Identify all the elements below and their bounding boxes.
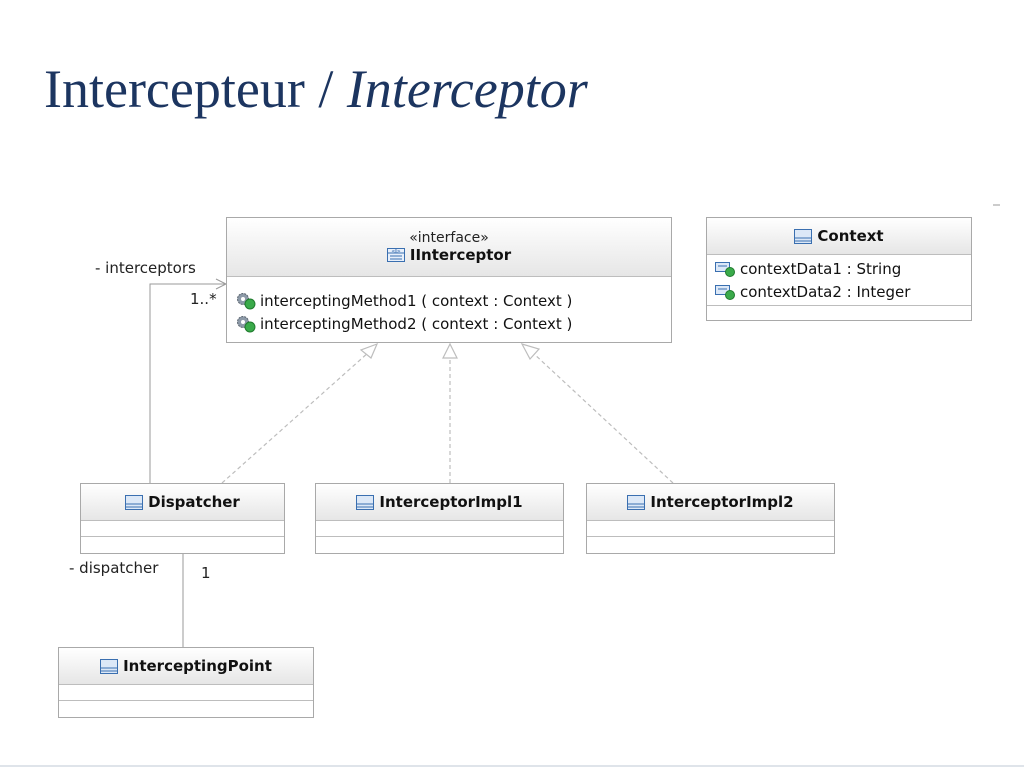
interceptors-association-line bbox=[149, 283, 226, 483]
interceptors-multiplicity: 1..* bbox=[190, 290, 217, 308]
stereotype-label: «interface» bbox=[409, 230, 489, 246]
attributes-compartment bbox=[81, 521, 284, 537]
page-title: Intercepteur / Interceptor bbox=[44, 62, 588, 116]
operation-label: interceptingMethod2 ( context : Context … bbox=[260, 314, 573, 333]
class-name-text: InterceptorImpl1 bbox=[379, 493, 523, 511]
attribute-label: contextData2 : Integer bbox=[740, 282, 911, 301]
footer-divider bbox=[0, 765, 1024, 767]
class-header: InterceptorImpl1 bbox=[316, 484, 563, 521]
class-icon bbox=[794, 228, 813, 244]
operation-row[interactable]: interceptingMethod2 ( context : Context … bbox=[227, 312, 671, 335]
dispatcher-multiplicity: 1 bbox=[201, 564, 211, 582]
class-name-text: IInterceptor bbox=[409, 246, 512, 264]
class-icon bbox=[627, 494, 646, 510]
class-name: InterceptorImpl2 bbox=[627, 493, 794, 511]
operations-compartment: interceptingMethod1 ( context : Context … bbox=[227, 277, 671, 339]
attributes-compartment bbox=[59, 685, 313, 701]
method-gear-icon bbox=[237, 292, 256, 309]
class-icon bbox=[100, 658, 119, 674]
method-gear-icon bbox=[237, 315, 256, 332]
operation-label: interceptingMethod1 ( context : Context … bbox=[260, 291, 573, 310]
class-header: Dispatcher bbox=[81, 484, 284, 521]
realization-arrow-2 bbox=[442, 342, 458, 359]
attributes-compartment bbox=[587, 521, 834, 537]
realization-arrow-3 bbox=[520, 343, 541, 361]
class-name: Context bbox=[794, 227, 884, 245]
class-context[interactable]: Context contextData1 : String contextDat… bbox=[706, 217, 972, 321]
class-header: Context bbox=[707, 218, 971, 255]
operation-row[interactable]: interceptingMethod1 ( context : Context … bbox=[227, 289, 671, 312]
operations-compartment bbox=[59, 701, 313, 717]
class-dispatcher[interactable]: Dispatcher bbox=[80, 483, 285, 554]
class-name-text: Context bbox=[817, 227, 884, 245]
attribute-label: contextData1 : String bbox=[740, 259, 902, 278]
attributes-compartment: contextData1 : String contextData2 : Int… bbox=[707, 255, 971, 306]
class-header: InterceptorImpl2 bbox=[587, 484, 834, 521]
class-interceptorimpl1[interactable]: InterceptorImpl1 bbox=[315, 483, 564, 554]
interface-icon: <I> bbox=[386, 248, 405, 262]
operations-compartment bbox=[587, 537, 834, 553]
class-header: InterceptingPoint bbox=[59, 648, 313, 685]
title-italic: Interceptor bbox=[346, 59, 588, 119]
class-name: Dispatcher bbox=[125, 493, 240, 511]
attribute-row[interactable]: contextData1 : String bbox=[707, 257, 971, 280]
interceptors-role-label: - interceptors bbox=[95, 259, 196, 277]
title-main: Intercepteur / bbox=[44, 59, 347, 119]
realization-arrow-1 bbox=[359, 342, 379, 359]
realization-dispatcher bbox=[221, 351, 370, 484]
class-name-text: InterceptorImpl2 bbox=[650, 493, 794, 511]
field-icon bbox=[715, 284, 735, 300]
class-name: InterceptingPoint bbox=[100, 657, 272, 675]
svg-text:<I>: <I> bbox=[391, 248, 400, 254]
class-name-text: Dispatcher bbox=[148, 493, 240, 511]
class-name-text: InterceptingPoint bbox=[123, 657, 272, 675]
class-name: InterceptorImpl1 bbox=[356, 493, 523, 511]
operations-compartment bbox=[81, 537, 284, 553]
attributes-compartment bbox=[316, 521, 563, 537]
realization-impl2 bbox=[531, 351, 674, 484]
operations-compartment bbox=[316, 537, 563, 553]
class-header: «interface» <I> IInterceptor bbox=[227, 218, 671, 277]
dispatcher-role-label: - dispatcher bbox=[69, 559, 159, 577]
class-interceptorimpl2[interactable]: InterceptorImpl2 bbox=[586, 483, 835, 554]
class-name: <I> IInterceptor bbox=[386, 246, 512, 264]
attribute-row[interactable]: contextData2 : Integer bbox=[707, 280, 971, 303]
class-interceptingpoint[interactable]: InterceptingPoint bbox=[58, 647, 314, 718]
operations-compartment bbox=[707, 306, 971, 321]
class-icon bbox=[356, 494, 375, 510]
class-iinterceptor[interactable]: «interface» <I> IInterceptor interceptin… bbox=[226, 217, 672, 343]
field-icon bbox=[715, 261, 735, 277]
class-icon bbox=[125, 494, 144, 510]
